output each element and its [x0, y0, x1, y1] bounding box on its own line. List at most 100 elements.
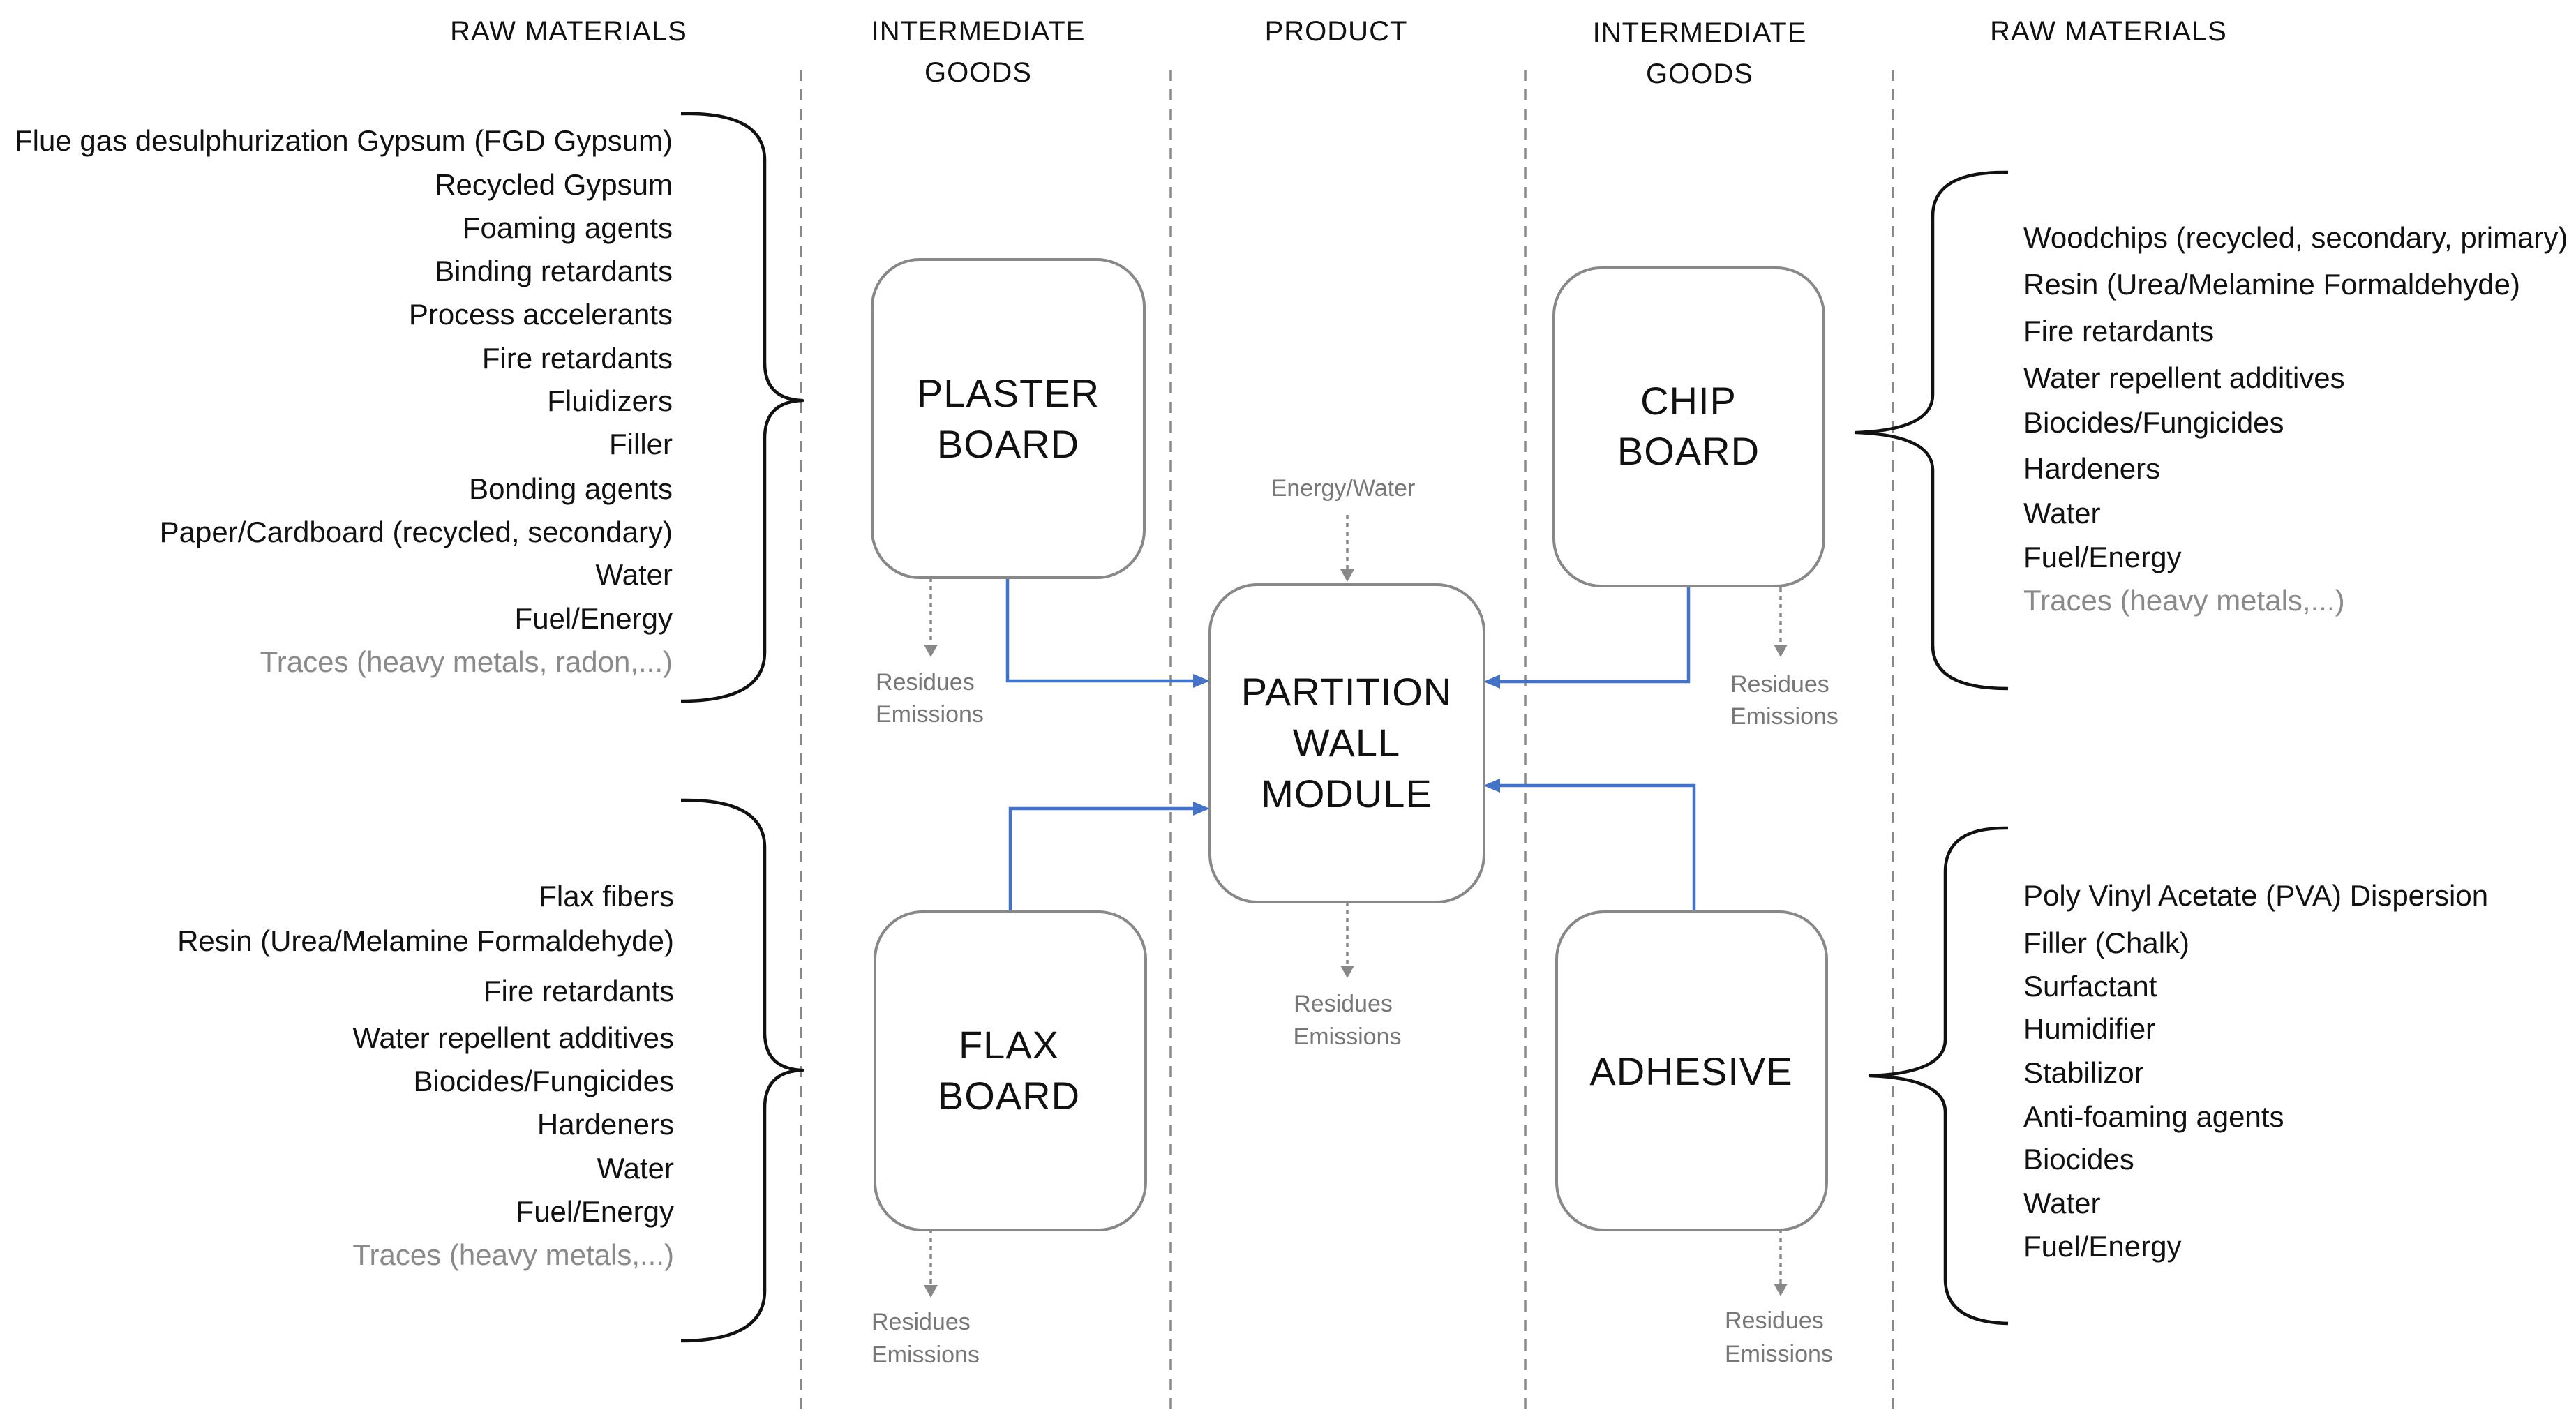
header-raw-materials-right: RAW MATERIALS [1990, 16, 2227, 47]
partition-wall-module-label-line2: WALL [1293, 721, 1400, 765]
chip-board-label-line1: CHIP [1640, 379, 1737, 423]
header-intermediate-goods-right-line1: INTERMEDIATE [1593, 17, 1807, 48]
header-intermediate-goods-left-line1: INTERMEDIATE [871, 16, 1086, 47]
adhesive-material: Anti-foaming agents [2023, 1100, 2284, 1133]
flax-emissions-label: Emissions [871, 1342, 980, 1368]
chip-board-box-frame [1552, 266, 1825, 587]
braces [680, 112, 2009, 1343]
plaster-material: Flue gas desulphurization Gypsum (FGD Gy… [15, 124, 673, 157]
adhesive-box: ADHESIVE [1555, 910, 1828, 1231]
flax-material: Fuel/Energy [516, 1195, 674, 1228]
flax-residues-label: Residues [871, 1309, 971, 1335]
flax-material-traces: Traces (heavy metals,...) [352, 1238, 674, 1271]
flax-material: Water repellent additives [352, 1021, 674, 1054]
adhesive-material: Poly Vinyl Acetate (PVA) Dispersion [2023, 879, 2488, 912]
energy-water-arrowhead [1340, 569, 1354, 582]
partition-wall-module-box-frame [1208, 583, 1485, 903]
flax-material: Fire retardants [484, 975, 674, 1007]
chip-material: Water repellent additives [2023, 361, 2345, 394]
plaster-to-product-arrowhead [1193, 674, 1210, 688]
plaster-material: Water [596, 558, 673, 591]
chip-board-label-line2: BOARD [1617, 429, 1760, 473]
adhesive-material: Water [2023, 1187, 2100, 1219]
chip-to-product-connector [1499, 586, 1691, 684]
plaster-materials-list: Flue gas desulphurization Gypsum (FGD Gy… [15, 124, 673, 678]
chip-material: Hardeners [2023, 452, 2160, 485]
flax-board-box: FLAX BOARD [874, 910, 1147, 1231]
plaster-material: Fuel/Energy [515, 602, 673, 635]
chip-emissions-label: Emissions [1730, 703, 1839, 730]
flax-material: Biocides/Fungicides [413, 1065, 674, 1097]
chip-material: Fuel/Energy [2023, 541, 2181, 573]
plaster-material-traces: Traces (heavy metals, radon,...) [260, 645, 673, 678]
plaster-material: Filler [609, 428, 673, 460]
adhesive-output-arrowhead [1774, 1284, 1788, 1296]
plaster-output-arrowhead [924, 645, 938, 657]
adhesive-box-frame [1555, 910, 1828, 1231]
chip-board-box: CHIP BOARD [1552, 266, 1825, 587]
flow-annotations: Energy/Water Residues Emissions Residues… [871, 475, 1839, 1368]
product-output-arrowhead [1340, 966, 1354, 978]
column-headers: RAW MATERIALS INTERMEDIATE GOODS PRODUCT… [450, 16, 2227, 89]
plaster-material: Fire retardants [482, 342, 673, 375]
chip-material-traces: Traces (heavy metals,...) [2023, 584, 2345, 617]
adhesive-brace [1868, 826, 2009, 1326]
flax-material: Flax fibers [539, 880, 674, 913]
adhesive-label: ADHESIVE [1589, 1049, 1792, 1093]
adhesive-material: Surfactant [2023, 970, 2157, 1003]
plaster-material: Paper/Cardboard (recycled, secondary) [160, 516, 673, 548]
flax-materials-list: Flax fibers Resin (Urea/Melamine Formald… [177, 880, 674, 1271]
chip-materials-list: Woodchips (recycled, secondary, primary)… [2023, 221, 2568, 617]
plaster-material: Recycled Gypsum [435, 168, 673, 201]
plaster-residues-label: Residues [876, 669, 975, 696]
flax-to-product-arrowhead [1193, 802, 1210, 816]
plaster-material: Process accelerants [409, 298, 673, 331]
adhesive-material: Stabilizor [2023, 1056, 2144, 1089]
plaster-to-product-connector [1005, 576, 1195, 683]
adhesive-material: Humidifier [2023, 1012, 2155, 1045]
plaster-board-box: PLASTER BOARD [871, 258, 1146, 579]
chip-output-arrowhead [1774, 645, 1788, 657]
chip-to-product-arrowhead [1483, 675, 1500, 689]
chip-material: Fire retardants [2023, 315, 2214, 347]
flow-connectors [1005, 576, 1696, 912]
adhesive-material: Biocides [2023, 1143, 2134, 1176]
header-raw-materials-left: RAW MATERIALS [450, 16, 687, 47]
adhesive-material: Filler (Chalk) [2023, 926, 2189, 959]
partition-wall-module-label-line3: MODULE [1261, 772, 1432, 816]
plaster-board-label-line2: BOARD [937, 422, 1079, 466]
chip-brace [1854, 170, 2009, 691]
flax-output-arrowhead [924, 1285, 938, 1298]
plaster-material: Fluidizers [547, 384, 673, 417]
plaster-board-box-frame [871, 258, 1146, 579]
flax-board-box-frame [874, 910, 1147, 1231]
partition-wall-module-box: PARTITION WALL MODULE [1208, 583, 1485, 903]
flax-board-label-line1: FLAX [959, 1023, 1059, 1067]
flax-material: Water [597, 1152, 674, 1185]
product-emissions-label: Emissions [1294, 1023, 1402, 1050]
column-dividers [800, 70, 1894, 1413]
chip-material: Biocides/Fungicides [2023, 406, 2284, 439]
flax-brace [680, 798, 804, 1343]
plaster-material: Binding retardants [435, 255, 673, 287]
energy-water-label: Energy/Water [1271, 475, 1416, 502]
product-residues-label: Residues [1294, 991, 1393, 1017]
partition-wall-module-label-line1: PARTITION [1241, 670, 1453, 714]
flax-material: Resin (Urea/Melamine Formaldehyde) [177, 924, 674, 957]
flax-to-product-connector [1008, 806, 1195, 912]
adhesive-to-product-arrowhead [1483, 779, 1500, 793]
adhesive-residues-label: Residues [1725, 1307, 1824, 1334]
chip-material: Water [2023, 497, 2100, 530]
chip-material: Resin (Urea/Melamine Formaldehyde) [2023, 268, 2520, 301]
chip-residues-label: Residues [1730, 671, 1829, 698]
adhesive-material: Fuel/Energy [2023, 1230, 2181, 1263]
adhesive-emissions-label: Emissions [1725, 1341, 1833, 1367]
plaster-material: Foaming agents [463, 211, 673, 244]
plaster-board-label-line1: PLASTER [917, 371, 1100, 415]
adhesive-to-product-connector [1499, 783, 1696, 912]
chip-material: Woodchips (recycled, secondary, primary) [2023, 221, 2568, 254]
plaster-brace [680, 112, 804, 703]
header-product: PRODUCT [1265, 16, 1408, 47]
flax-material: Hardeners [537, 1108, 674, 1141]
